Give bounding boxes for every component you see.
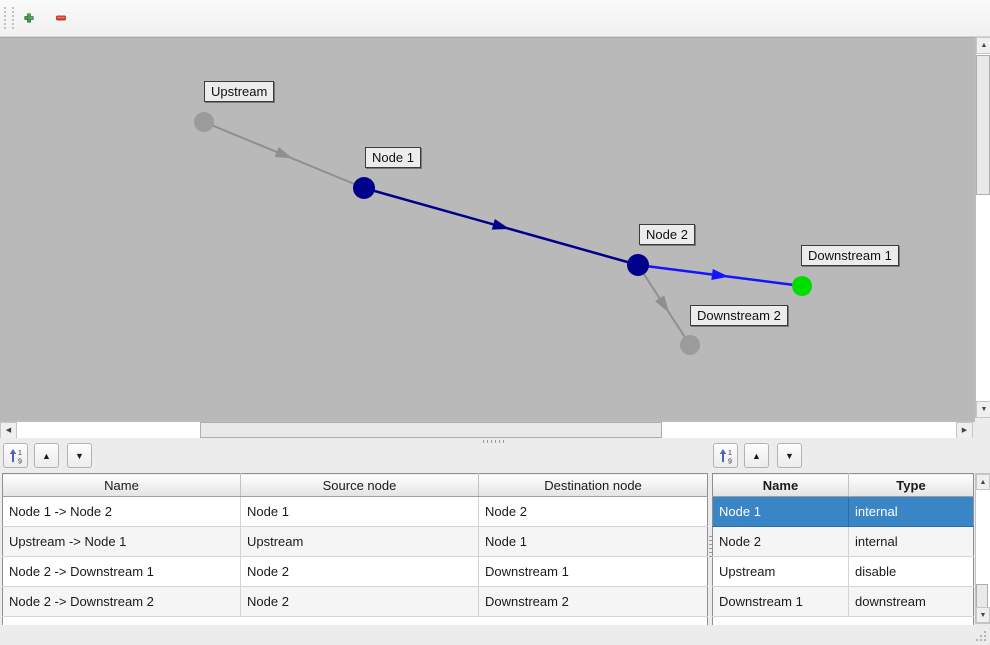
svg-text:1: 1 xyxy=(728,450,732,457)
vertical-scrollbar-thumb[interactable] xyxy=(976,55,990,195)
graph-node[interactable] xyxy=(194,112,214,132)
scroll-down-arrow-icon[interactable]: ▼ xyxy=(976,607,990,623)
graph-node[interactable] xyxy=(792,276,812,296)
status-strip xyxy=(0,625,990,645)
svg-text:9: 9 xyxy=(18,458,22,464)
table-cell[interactable]: Node 1 xyxy=(712,496,849,527)
table-cell[interactable]: Node 2 xyxy=(712,526,849,557)
graph-node[interactable] xyxy=(627,254,649,276)
svg-text:9: 9 xyxy=(728,458,732,464)
graph-node[interactable] xyxy=(353,177,375,199)
edge-arrowhead-icon xyxy=(711,269,729,280)
window-resize-grip[interactable] xyxy=(976,631,986,641)
table-cell[interactable]: Node 2 xyxy=(240,586,479,617)
table-cell[interactable]: Downstream 1 xyxy=(712,586,849,617)
nodes-scrollbar-thumb[interactable] xyxy=(976,584,988,608)
edges-table: Name Source node Destination node Node 1… xyxy=(2,473,708,627)
table-cell[interactable]: Node 2 xyxy=(240,556,479,587)
scroll-down-arrow-icon[interactable]: ▼ xyxy=(976,401,990,418)
column-header-source-node[interactable]: Source node xyxy=(240,473,479,497)
canvas-horizontal-scrollbar[interactable]: ◀ ▶ xyxy=(0,421,973,440)
node-label[interactable]: Node 1 xyxy=(365,147,421,168)
edges-move-down-button[interactable]: ▼ xyxy=(67,443,92,468)
node-label[interactable]: Downstream 2 xyxy=(690,305,788,326)
table-cell[interactable]: Node 2 xyxy=(478,496,708,527)
up-arrow-icon: ▲ xyxy=(752,450,761,461)
column-header-name[interactable]: Name xyxy=(2,473,241,497)
table-cell[interactable]: Node 2 -> Downstream 1 xyxy=(2,556,241,587)
nodes-table-scrollbar[interactable]: ▲ ▼ xyxy=(975,473,990,624)
nodes-table-header: Name Type xyxy=(712,473,974,497)
horizontal-scrollbar-thumb[interactable] xyxy=(200,422,662,438)
down-arrow-icon: ▼ xyxy=(785,450,794,461)
edges-sort-button[interactable]: 1 9 xyxy=(3,443,28,468)
sort-ascending-icon: 1 9 xyxy=(9,448,22,464)
add-node-button[interactable] xyxy=(18,8,40,28)
graph-node[interactable] xyxy=(680,335,700,355)
minus-icon xyxy=(56,15,66,21)
edges-table-header: Name Source node Destination node xyxy=(2,473,708,497)
edge-arrowhead-icon xyxy=(274,146,293,159)
table-cell[interactable]: Node 1 xyxy=(240,496,479,527)
sort-ascending-icon: 1 9 xyxy=(719,448,732,464)
node-label[interactable]: Downstream 1 xyxy=(801,245,899,266)
plus-icon xyxy=(24,13,34,23)
column-header-name[interactable]: Name xyxy=(712,473,849,497)
nodes-move-down-button[interactable]: ▼ xyxy=(777,443,802,468)
horizontal-splitter[interactable] xyxy=(0,438,990,444)
vertical-splitter[interactable] xyxy=(708,473,712,622)
nodes-sort-button[interactable]: 1 9 xyxy=(713,443,738,468)
svg-text:1: 1 xyxy=(18,450,22,457)
table-cell[interactable]: Node 2 -> Downstream 2 xyxy=(2,586,241,617)
toolbar-grip-handle[interactable] xyxy=(4,7,14,29)
table-cell[interactable]: internal xyxy=(848,496,974,527)
table-cell[interactable]: Node 1 -> Node 2 xyxy=(2,496,241,527)
table-cell[interactable]: internal xyxy=(848,526,974,557)
splitter-grip-dots xyxy=(708,535,712,560)
down-arrow-icon: ▼ xyxy=(75,450,84,461)
node-label[interactable]: Node 2 xyxy=(639,224,695,245)
column-header-destination-node[interactable]: Destination node xyxy=(478,473,708,497)
canvas-vertical-scrollbar[interactable]: ▲ ▼ xyxy=(975,37,990,418)
table-cell[interactable]: Upstream -> Node 1 xyxy=(2,526,241,557)
table-cell[interactable]: disable xyxy=(848,556,974,587)
scroll-up-arrow-icon[interactable]: ▲ xyxy=(976,37,990,54)
table-cell[interactable]: Upstream xyxy=(712,556,849,587)
edges-move-up-button[interactable]: ▲ xyxy=(34,443,59,468)
table-cell[interactable]: Downstream 2 xyxy=(478,586,708,617)
nodes-move-up-button[interactable]: ▲ xyxy=(744,443,769,468)
splitter-grip-dots xyxy=(483,439,507,443)
table-cell[interactable]: Node 1 xyxy=(478,526,708,557)
scroll-left-arrow-icon[interactable]: ◀ xyxy=(0,422,17,439)
node-label[interactable]: Upstream xyxy=(204,81,275,102)
graph-svg xyxy=(194,112,812,355)
edge-arrowhead-icon xyxy=(491,219,510,230)
table-cell[interactable]: downstream xyxy=(848,586,974,617)
edge-arrowhead-icon xyxy=(655,295,669,313)
up-arrow-icon: ▲ xyxy=(42,450,51,461)
remove-button[interactable] xyxy=(50,8,72,28)
main-toolbar xyxy=(0,0,990,37)
table-cell[interactable]: Downstream 1 xyxy=(478,556,708,587)
table-toolbars: 1 9 ▲ ▼ 1 9 ▲ ▼ xyxy=(0,443,990,471)
table-cell[interactable]: Upstream xyxy=(240,526,479,557)
scroll-right-arrow-icon[interactable]: ▶ xyxy=(956,422,973,439)
column-header-type[interactable]: Type xyxy=(848,473,974,497)
scroll-up-arrow-icon[interactable]: ▲ xyxy=(976,474,990,490)
